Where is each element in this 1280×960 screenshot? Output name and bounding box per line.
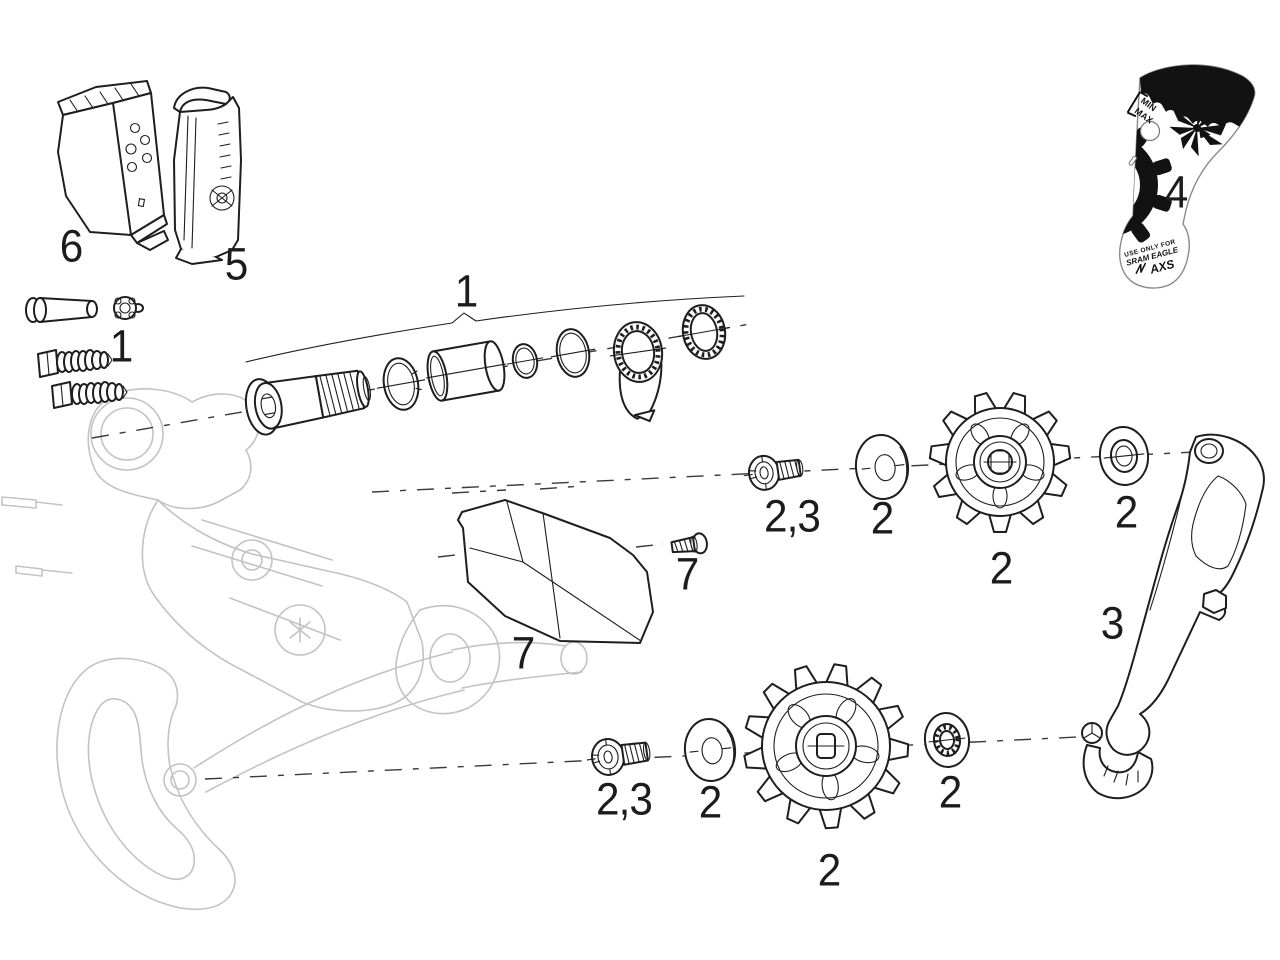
inner-cage-plate xyxy=(1081,433,1265,800)
callout-b-bolt-assembly: 1 xyxy=(454,265,479,317)
cage-decal: MIN MAX USE ONLY FOR SRAM EAGLE AXS xyxy=(1118,64,1256,289)
b-knuckle-hanger xyxy=(609,321,667,423)
callout-lower-washer-inner: 2 xyxy=(698,776,723,828)
lower-pulley-bolt xyxy=(586,738,651,776)
bushing xyxy=(426,340,506,402)
mount-nut xyxy=(113,296,144,320)
small-ring xyxy=(506,343,544,379)
spring-bolt-2 xyxy=(51,381,128,409)
callout-lower-pulley-bolt: 2,3 xyxy=(596,773,653,825)
lower-pulley xyxy=(742,662,910,830)
large-ring xyxy=(550,328,596,378)
callout-cover: 7 xyxy=(511,627,536,679)
battery-cover xyxy=(173,86,242,265)
callout-upper-washer-inner: 2 xyxy=(870,492,895,544)
battery xyxy=(57,80,169,251)
b-bolt xyxy=(244,369,371,436)
cover xyxy=(457,499,654,644)
upper-pulley xyxy=(928,390,1072,533)
eagle-graphic xyxy=(1169,97,1226,157)
callout-cover-screw: 7 xyxy=(675,548,700,600)
lower-pulley-washer-inner xyxy=(683,718,737,782)
knurled-nut xyxy=(677,304,731,360)
callout-upper-pulley: 2 xyxy=(989,542,1014,594)
upper-pulley-bolt xyxy=(743,454,804,491)
lower-pulley-washer-outer xyxy=(923,712,971,768)
upper-pulley-washer-inner xyxy=(854,434,910,500)
spring-bolt-1 xyxy=(37,349,113,378)
callout-mount-hardware: 1 xyxy=(109,320,134,372)
callout-inner-cage-plate: 3 xyxy=(1100,597,1125,649)
callout-upper-pulley-bolt: 2,3 xyxy=(764,490,821,542)
decal-footer-line3: AXS xyxy=(1147,257,1175,277)
brace-1 xyxy=(245,295,745,363)
callout-lower-pulley: 2 xyxy=(817,844,842,896)
upper-pulley-washer-outer xyxy=(1098,426,1150,486)
callout-battery-cover: 5 xyxy=(224,238,249,290)
callout-battery: 6 xyxy=(59,220,84,272)
cover-screw xyxy=(670,532,708,555)
callout-upper-washer-outer: 2 xyxy=(1114,486,1139,538)
snap-ring xyxy=(376,357,426,411)
callout-cage-decal: 4 xyxy=(1164,166,1189,218)
callout-lower-washer-outer: 2 xyxy=(938,766,963,818)
derailleur-body-ghost xyxy=(1,388,588,911)
mount-pin xyxy=(25,297,98,323)
